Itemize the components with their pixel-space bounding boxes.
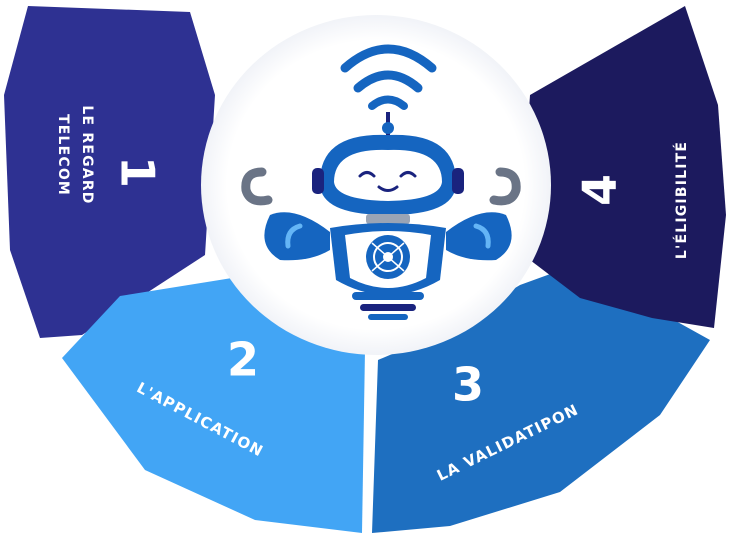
segment-1-label-line1: LE REGARD	[79, 105, 95, 204]
segment-1-number: 1	[111, 156, 165, 188]
segment-3-number: 3	[452, 358, 484, 412]
segment-2-number: 2	[227, 333, 259, 387]
segment-1-text: 1 LE REGARD TELECOM	[55, 105, 165, 204]
segment-4-text: 4 L'ÉLIGIBILITÉ	[573, 141, 691, 259]
segment-4-number: 4	[573, 174, 627, 206]
segment-1	[4, 6, 215, 338]
segment-2	[62, 278, 365, 533]
wifi-signal-icon	[340, 44, 437, 110]
robot-mascot-icon	[241, 44, 521, 320]
segment-1-label-line2: TELECOM	[55, 114, 71, 196]
segment-4-label: L'ÉLIGIBILITÉ	[673, 141, 690, 259]
segment-4	[525, 6, 726, 328]
